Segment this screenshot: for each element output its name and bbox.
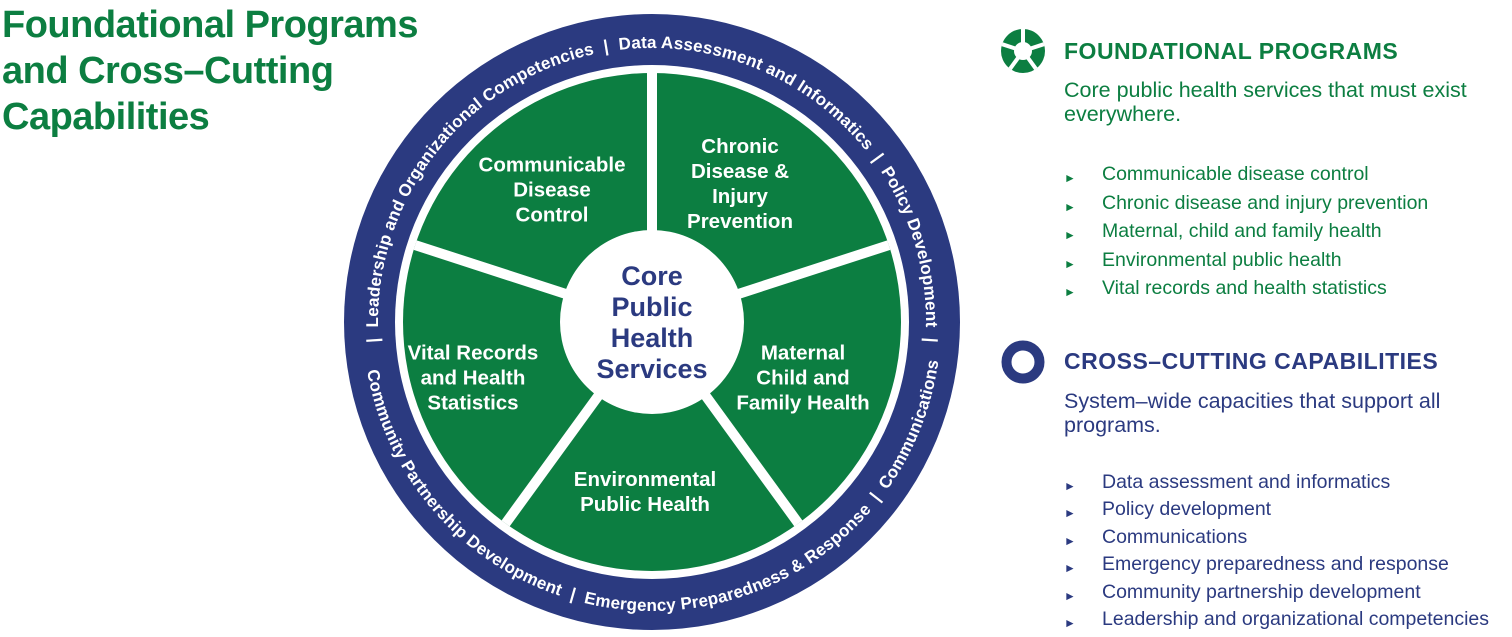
triangle-bullet-icon: ► — [1064, 616, 1076, 630]
legend-panel: FOUNDATIONAL PROGRAMS Core public health… — [1000, 28, 1512, 636]
triangle-bullet-icon: ► — [1064, 228, 1076, 242]
list-item-label: Leadership and organizational competenci… — [1102, 608, 1490, 630]
triangle-bullet-icon: ► — [1064, 506, 1076, 520]
center-circle — [560, 230, 744, 414]
foundational-heading: FOUNDATIONAL PROGRAMS — [1064, 37, 1399, 64]
foundational-description: Core public health services that must ex… — [1064, 78, 1467, 126]
list-item: ► Environmental public health — [1064, 248, 1512, 277]
center-label-core-public-health-services: Core Public Health Services — [596, 261, 708, 384]
list-item-label: Environmental public health — [1102, 248, 1342, 271]
crosscutting-heading: CROSS–CUTTING CAPABILITIES — [1064, 348, 1439, 374]
list-item: ► Community partnership development — [1064, 581, 1512, 609]
crosscutting-section-header: CROSS–CUTTING CAPABILITIES — [1000, 339, 1512, 385]
list-item-label: Vital records and health statistics — [1102, 277, 1387, 299]
list-item-label: Communications — [1102, 525, 1248, 548]
list-item: ► Emergency preparedness and response — [1064, 553, 1512, 581]
triangle-bullet-icon: ► — [1064, 256, 1076, 271]
list-item: ► Communicable disease control — [1064, 162, 1512, 191]
wedge-label-vital-records-health-statistics: Vital Records and Health Statistics — [407, 341, 539, 415]
triangle-bullet-icon: ► — [1064, 533, 1076, 548]
list-item: ► Leadership and organizational competenc… — [1064, 608, 1512, 636]
list-item-label: Data assessment and informatics — [1102, 470, 1391, 493]
triangle-bullet-icon: ► — [1064, 199, 1076, 214]
list-item-label: Communicable disease control — [1102, 163, 1369, 185]
core-public-health-wheel-diagram: | Leadership and Organizational Competen… — [342, 12, 962, 632]
segmented-wheel-icon — [1000, 28, 1046, 74]
page-title: Foundational Programs and Cross–Cutting … — [2, 4, 418, 138]
crosscutting-list: ► Data assessment and informatics ► Policy… — [1064, 471, 1512, 636]
list-item-label: Community partnership development — [1102, 580, 1421, 603]
list-item-label: Emergency preparedness and response — [1102, 553, 1449, 575]
list-item: ► Data assessment and informatics — [1064, 471, 1512, 499]
list-item: ► Vital records and health statistics — [1064, 276, 1512, 305]
wedge-label-chronic-disease-injury-prevention: Chronic Disease & Injury Prevention — [687, 135, 793, 233]
triangle-bullet-icon: ► — [1064, 171, 1076, 185]
triangle-bullet-icon: ► — [1064, 588, 1076, 603]
foundational-list: ► Communicable disease control ► Chronic d… — [1064, 162, 1512, 305]
wheel-svg: | Leadership and Organizational Competen… — [344, 14, 960, 630]
ring-icon — [1000, 339, 1046, 385]
list-item-label: Maternal, child and family health — [1102, 220, 1382, 242]
foundational-programs-section: FOUNDATIONAL PROGRAMS Core public health… — [1000, 28, 1512, 305]
list-item: ► Chronic disease and injury prevention — [1064, 191, 1512, 220]
list-item: ► Policy development — [1064, 498, 1512, 526]
crosscutting-description: System–wide capacities that support all … — [1064, 388, 1441, 437]
wedge-label-maternal-child-family-health: Maternal Child and Family Health — [736, 341, 870, 415]
foundational-section-header: FOUNDATIONAL PROGRAMS — [1000, 28, 1512, 74]
wedge-label-environmental-public-health: Environmental Public Health — [573, 468, 717, 516]
wedge-label-communicable-disease-control: Communicable Disease Control — [478, 153, 626, 227]
list-item-label: Chronic disease and injury prevention — [1102, 191, 1429, 214]
triangle-bullet-icon: ► — [1064, 561, 1076, 575]
list-item: ► Maternal, child and family health — [1064, 219, 1512, 248]
list-item-label: Policy development — [1102, 498, 1272, 520]
list-item: ► Communications — [1064, 526, 1512, 554]
crosscutting-capabilities-section: CROSS–CUTTING CAPABILITIES System–wide c… — [1000, 339, 1512, 636]
triangle-bullet-icon: ► — [1064, 285, 1076, 299]
triangle-bullet-icon: ► — [1064, 478, 1076, 493]
